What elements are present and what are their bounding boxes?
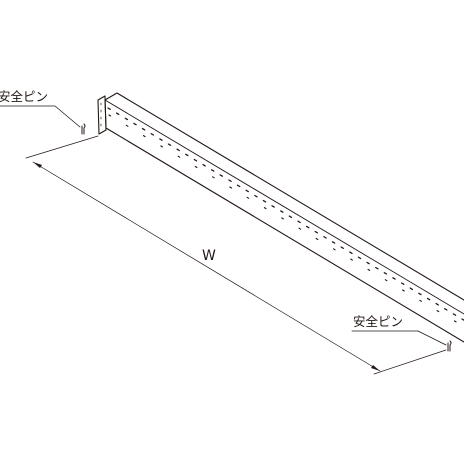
beam-slot (210, 169, 215, 172)
beam-slot (245, 189, 249, 193)
beam-slot (124, 117, 129, 121)
beam-slot (298, 227, 302, 230)
dimension-line (32, 161, 381, 372)
beam-slot (349, 251, 353, 255)
beam-top-inner-edge (104, 99, 464, 315)
beam-left-end (104, 99, 107, 129)
beam-slot (419, 299, 422, 302)
beam-slot (305, 225, 310, 229)
beam-slot (159, 138, 163, 141)
beam-slot (332, 248, 336, 251)
beam-slot (115, 112, 120, 116)
beam-top-edge (104, 92, 464, 301)
beam-slot (176, 148, 180, 152)
beam-slot (108, 114, 112, 117)
beam-slot (453, 320, 457, 323)
beam-slot (314, 230, 319, 234)
beam-slots (107, 107, 464, 323)
beam-end-bracket (97, 95, 107, 135)
beam-slot (194, 165, 198, 169)
safety-pin-callout-bottom: 安全ピン (351, 314, 452, 352)
beam-slot (384, 279, 388, 282)
beam-slot (160, 145, 163, 148)
safety-pin-label-bottom: 安全ピン (353, 314, 403, 329)
beam-slot (288, 215, 293, 219)
beam-slot (436, 310, 440, 313)
beam-slot (125, 124, 129, 127)
beam-slot (254, 194, 258, 198)
beam-slot (167, 143, 172, 146)
beam-slot (400, 282, 405, 285)
beam-slot (141, 127, 146, 131)
beam-slot (367, 268, 371, 271)
beam-slot (185, 153, 189, 157)
beam-slot (366, 261, 370, 265)
beam-bottom-edge (105, 127, 464, 343)
width-dimension: W (25, 135, 447, 375)
beam-slot (219, 174, 224, 177)
dimension-arrow-left (33, 162, 42, 168)
beam-slot (177, 155, 181, 158)
beam-slot (133, 122, 137, 126)
beam-slot (281, 217, 284, 220)
beam-slot (383, 272, 388, 275)
beam-slot (418, 292, 422, 296)
beam-slot (350, 258, 353, 261)
dimension-arrow-right (371, 365, 380, 371)
safety-pin-icon-bottom (447, 340, 452, 352)
beam-slot (228, 179, 232, 182)
beam-slot (357, 256, 362, 260)
beam (97, 92, 464, 343)
beam-slot (452, 313, 457, 316)
beam-slot (331, 241, 336, 244)
beam-slot (409, 287, 414, 291)
safety-pin-label-top: 安全ピン (0, 89, 48, 104)
beam-slot (402, 289, 405, 292)
beam-slot (193, 158, 198, 162)
beam-slot (229, 186, 233, 189)
extension-line-left (25, 135, 99, 159)
beam-slot (426, 297, 431, 301)
beam-slot (246, 196, 250, 199)
safety-pin-callout-top: 安全ピン (0, 89, 86, 135)
beam-slot (297, 220, 301, 224)
safety-pin-icon-top (81, 123, 86, 135)
beam-slot (263, 207, 267, 210)
beam-slot (107, 107, 111, 110)
beam-slot (280, 210, 284, 213)
beam-slot (202, 163, 206, 167)
beam-slot (340, 246, 344, 249)
beam-slot (271, 205, 275, 208)
beam-slot (315, 237, 319, 241)
beam-slot (323, 236, 327, 239)
beam-slot (435, 302, 439, 306)
extension-line-right (373, 349, 447, 375)
beam-slot (142, 135, 146, 138)
beam-slot (375, 266, 379, 270)
beam-slot (444, 308, 448, 311)
leader-line-top (0, 105, 81, 128)
beam-slot (150, 133, 155, 136)
beam-slot (392, 277, 396, 280)
beam-slot (236, 184, 241, 188)
leader-line-bottom (351, 330, 447, 346)
beam-slot (212, 176, 215, 179)
width-label: W (202, 248, 216, 264)
beam-slot (262, 199, 267, 203)
